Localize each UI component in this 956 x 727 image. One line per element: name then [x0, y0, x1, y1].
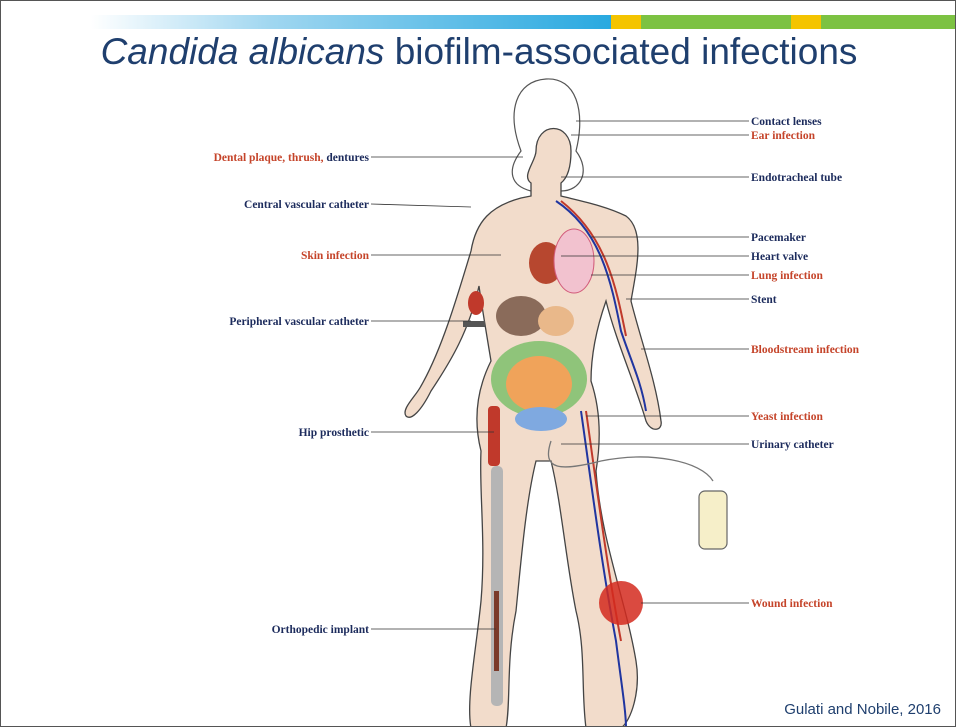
- label-stent: Stent: [751, 294, 777, 306]
- lung-illustration: [554, 229, 594, 293]
- label-dentures: dentures: [324, 152, 370, 164]
- label-heart-valve: Heart valve: [751, 251, 808, 263]
- label-dental-infection: Dental plaque, thrush,: [214, 152, 324, 164]
- urinary-bag-illustration: [699, 491, 727, 549]
- label-urinary-catheter: Urinary catheter: [751, 439, 834, 451]
- catheter-clip: [463, 321, 485, 327]
- peripheral-catheter-illustration: [468, 291, 484, 315]
- label-skin-infection: Skin infection: [301, 250, 370, 262]
- label-orthopedic-implant: Orthopedic implant: [272, 624, 370, 636]
- label-dental: Dental plaque, thrush, dentures: [214, 152, 370, 164]
- label-peripheral-catheter: Peripheral vascular catheter: [229, 316, 369, 328]
- hip-prosthetic-illustration: [488, 406, 500, 466]
- orthopedic-implant-illustration: [494, 591, 499, 671]
- label-wound-infection: Wound infection: [751, 598, 833, 610]
- label-hip-prosthetic: Hip prosthetic: [299, 427, 369, 439]
- label-contact-lenses: Contact lenses: [751, 116, 822, 128]
- label-lung-infection: Lung infection: [751, 270, 823, 282]
- pelvic-organ-illustration: [515, 407, 567, 431]
- liver-illustration: [496, 296, 546, 336]
- citation: Gulati and Nobile, 2016: [784, 701, 941, 718]
- label-ear-infection: Ear infection: [751, 130, 816, 142]
- stomach-illustration: [538, 306, 574, 336]
- label-central-catheter: Central vascular catheter: [244, 199, 369, 211]
- label-yeast-infection: Yeast infection: [751, 411, 823, 423]
- label-bloodstream-infection: Bloodstream infection: [751, 344, 860, 356]
- label-endotracheal-tube: Endotracheal tube: [751, 172, 842, 184]
- small-intestine-illustration: [506, 356, 572, 412]
- wound-infection-illustration: [599, 581, 643, 625]
- label-pacemaker: Pacemaker: [751, 232, 806, 244]
